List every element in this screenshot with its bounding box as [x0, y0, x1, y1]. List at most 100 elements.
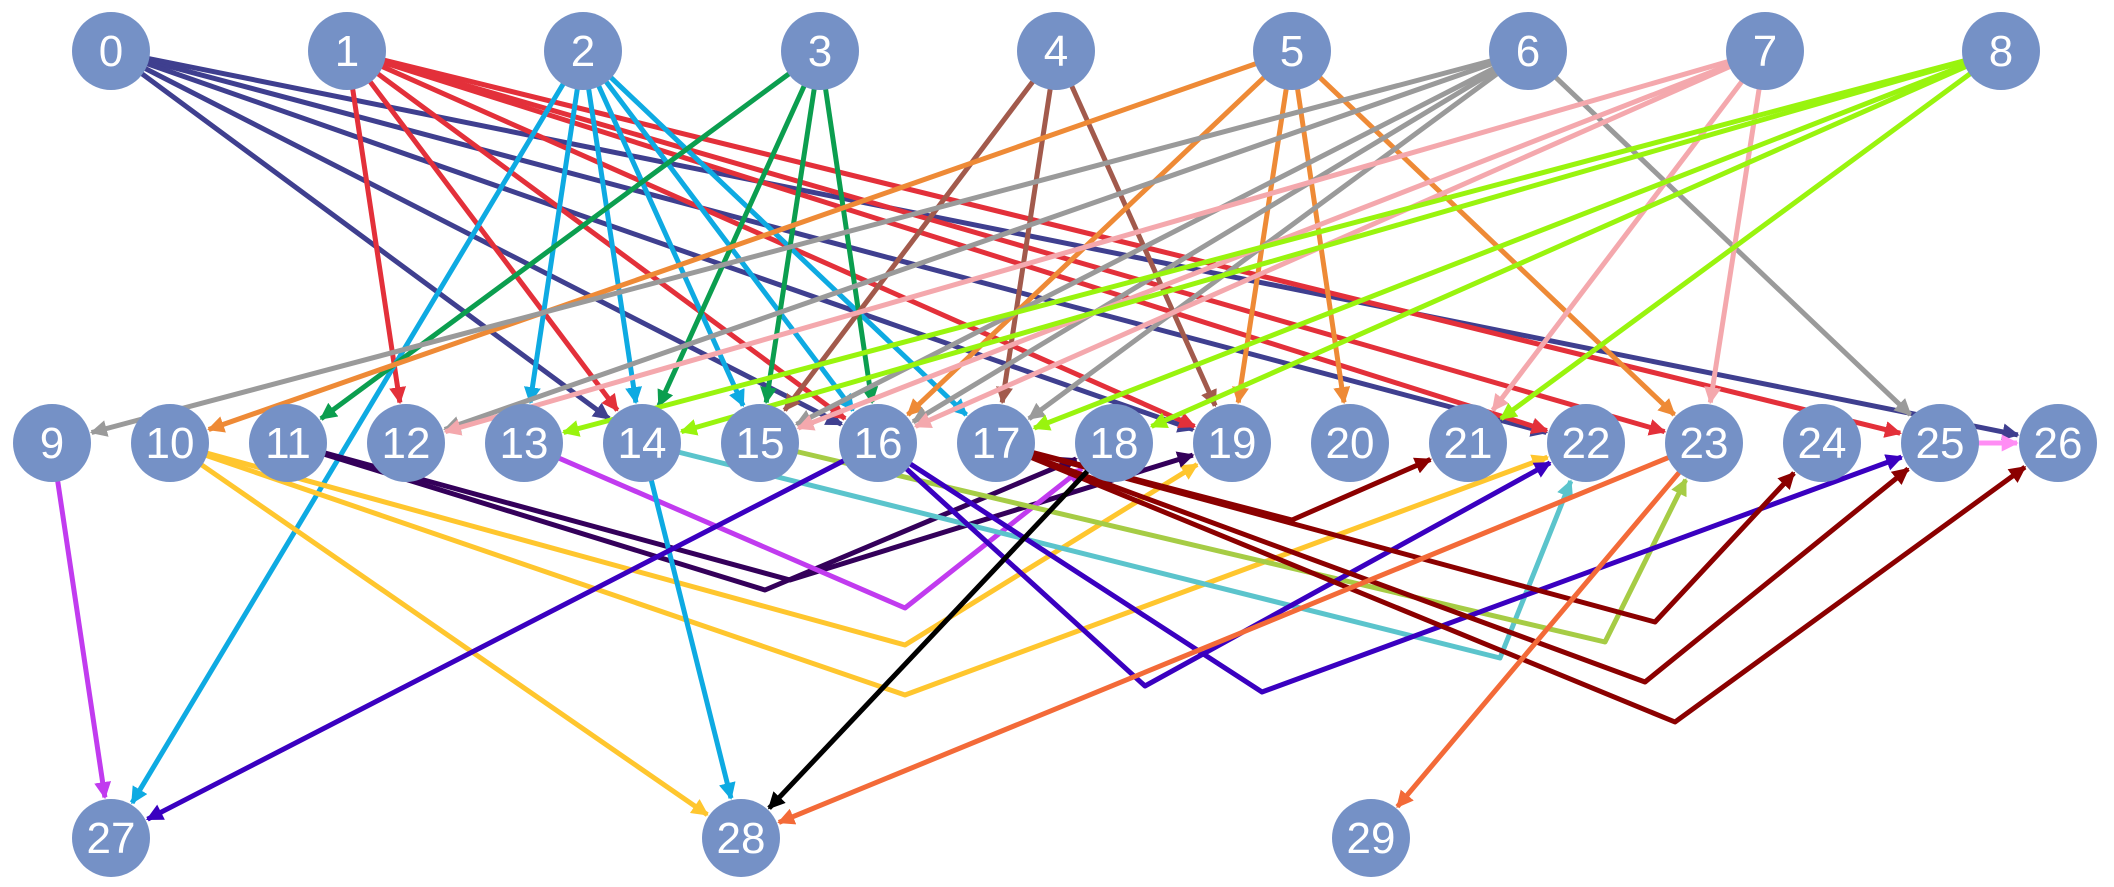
edge-2-to-16 [602, 77, 856, 412]
edge-4-to-15 [782, 77, 1037, 412]
edge-6-to-12 [443, 60, 1496, 433]
edge-3-to-15 [760, 85, 818, 405]
edge-23-to-28 [777, 453, 1673, 825]
node-27: 27 [72, 799, 150, 877]
node-22: 22 [1547, 404, 1625, 482]
node-circle [1429, 404, 1507, 482]
edge-3-to-16 [822, 85, 879, 405]
edge-1-to-14 [366, 77, 620, 412]
node-label: 21 [1444, 419, 1493, 468]
node-label: 9 [40, 419, 64, 468]
node-label: 1 [335, 27, 359, 76]
node-circle [13, 404, 91, 482]
node-13: 13 [485, 404, 563, 482]
edge-8-to-17 [1032, 61, 1970, 431]
node-label: 0 [99, 27, 123, 76]
node-8: 8 [1962, 12, 2040, 90]
edge-7-to-12 [443, 58, 1732, 436]
node-circle [308, 12, 386, 90]
node-circle [1901, 404, 1979, 482]
node-circle [603, 404, 681, 482]
node-11: 11 [249, 404, 327, 482]
edge-2-to-27 [129, 79, 568, 805]
edge-8-to-13 [561, 57, 1968, 437]
edge-0-to-22 [144, 57, 1549, 437]
node-18: 18 [1075, 404, 1153, 482]
node-circle [721, 404, 799, 482]
edge-8-to-18 [1149, 62, 1970, 429]
node-5: 5 [1253, 12, 1331, 90]
node-circle [367, 404, 445, 482]
edge-5-to-20 [1294, 85, 1351, 405]
node-15: 15 [721, 404, 799, 482]
node-label: 10 [146, 419, 195, 468]
node-circle [1311, 404, 1389, 482]
edge-16-to-27 [145, 456, 848, 822]
node-label: 28 [717, 814, 766, 863]
edge-8-to-21 [1499, 69, 1975, 421]
edge-6-to-25 [1551, 73, 1913, 417]
node-circle [1726, 12, 1804, 90]
node-label: 16 [854, 419, 903, 468]
node-circle [485, 404, 563, 482]
node-circle [781, 12, 859, 90]
node-label: 11 [265, 419, 311, 468]
edge-18-to-28 [767, 466, 1092, 810]
edge-9-to-27 [54, 477, 112, 800]
node-label: 17 [972, 419, 1021, 468]
node-label: 8 [1989, 27, 2013, 76]
node-2: 2 [544, 12, 622, 90]
node-label: 5 [1280, 27, 1304, 76]
node-label: 2 [571, 27, 595, 76]
edge-16-to-22 [902, 460, 1552, 689]
node-circle [839, 404, 917, 482]
edge-23-to-29 [1395, 468, 1684, 809]
node-9: 9 [13, 404, 91, 482]
node-26: 26 [2019, 404, 2097, 482]
edge-2-to-14 [585, 85, 643, 405]
node-circle [544, 12, 622, 90]
node-12: 12 [367, 404, 445, 482]
edge-16-to-25 [906, 454, 1904, 695]
edge-4-to-19 [1068, 81, 1218, 408]
node-14: 14 [603, 404, 681, 482]
node-6: 6 [1489, 12, 1567, 90]
node-0: 0 [72, 12, 150, 90]
edge-6-to-16 [911, 66, 1500, 424]
node-10: 10 [131, 404, 209, 482]
node-25: 25 [1901, 404, 1979, 482]
node-circle [131, 404, 209, 482]
edge-10-to-19 [203, 449, 1199, 648]
node-label: 13 [500, 419, 549, 468]
node-label: 4 [1044, 27, 1068, 76]
node-7: 7 [1726, 12, 1804, 90]
node-circle [1783, 404, 1861, 482]
edge-17-to-24 [1029, 449, 1796, 625]
node-1: 1 [308, 12, 386, 90]
node-label: 29 [1347, 814, 1396, 863]
node-label: 20 [1326, 419, 1375, 468]
edge-5-to-10 [207, 60, 1260, 433]
node-21: 21 [1429, 404, 1507, 482]
edge-8-to-14 [679, 58, 1968, 436]
edge-1-to-12 [349, 85, 407, 405]
node-circle [702, 799, 780, 877]
node-label: 14 [618, 419, 667, 468]
node-circle [72, 799, 150, 877]
node-label: 19 [1208, 419, 1257, 468]
edge-13-to-18 [555, 454, 1084, 611]
edge-10-to-28 [197, 460, 709, 817]
node-circle [957, 404, 1035, 482]
node-label: 26 [2034, 419, 2083, 468]
node-circle [1332, 799, 1410, 877]
edge-7-to-21 [1490, 77, 1746, 412]
node-23: 23 [1665, 404, 1743, 482]
edge-14-to-22 [675, 449, 1574, 661]
edge-5-to-23 [1315, 73, 1677, 417]
node-label: 7 [1753, 27, 1777, 76]
node-circle [1017, 12, 1095, 90]
edge-11-to-19 [321, 449, 1195, 583]
node-20: 20 [1311, 404, 1389, 482]
